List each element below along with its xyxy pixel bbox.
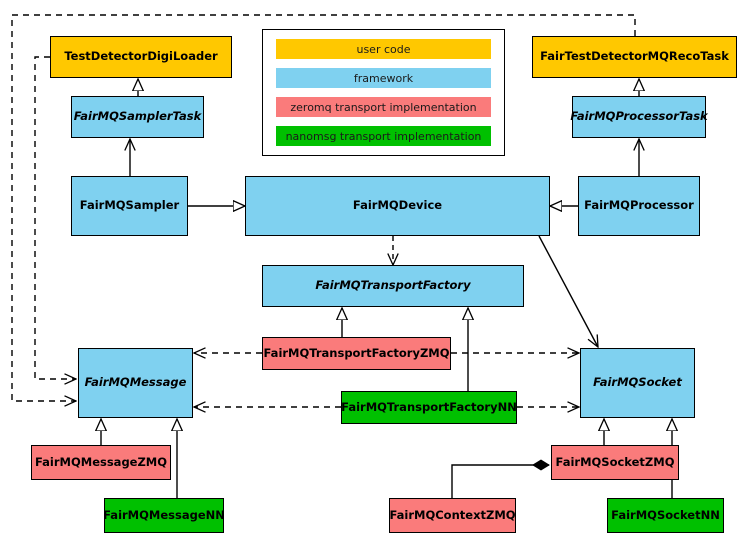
legend-item-nanomsg: nanomsg transport implementation <box>276 126 491 146</box>
class-node-fairmqtransportfactory[interactable]: FairMQTransportFactory <box>262 265 524 307</box>
edge-device-socket <box>538 235 598 347</box>
class-node-fairmqsocketnn[interactable]: FairMQSocketNN <box>607 498 724 533</box>
class-node-fairtestdetectormqrecotask[interactable]: FairTestDetectorMQRecoTask <box>532 36 737 78</box>
legend-item-framework: framework <box>276 68 491 88</box>
class-node-fairmqmessage[interactable]: FairMQMessage <box>78 348 193 418</box>
edge-digiloader-message <box>34 56 76 379</box>
class-node-fairmqprocessortask[interactable]: FairMQProcessorTask <box>570 96 708 138</box>
class-node-fairmqmessagenn[interactable]: FairMQMessageNN <box>103 498 225 533</box>
class-node-fairmqsamplertask[interactable]: FairMQSamplerTask <box>71 96 204 138</box>
class-node-fairmqcontextzmq[interactable]: FairMQContextZMQ <box>389 498 516 533</box>
class-node-fairmqtransportfactorynn[interactable]: FairMQTransportFactoryNN <box>341 391 517 424</box>
class-node-testdetectordigiloader[interactable]: TestDetectorDigiLoader <box>50 36 232 78</box>
edge-socketzmq-contextzmq <box>451 459 550 498</box>
class-node-fairmqprocessor[interactable]: FairMQProcessor <box>578 176 700 236</box>
class-node-fairmqdevice[interactable]: FairMQDevice <box>245 176 550 236</box>
legend-item-user-code: user code <box>276 39 491 59</box>
class-node-fairmqsocket[interactable]: FairMQSocket <box>580 348 695 418</box>
class-node-fairmqsocketzmq[interactable]: FairMQSocketZMQ <box>551 445 679 480</box>
legend-item-zeromq: zeromq transport implementation <box>276 97 491 117</box>
edge-recotask-message <box>11 14 636 401</box>
class-node-fairmqmessagezmq[interactable]: FairMQMessageZMQ <box>31 445 171 480</box>
class-node-fairmqtransportfactoryzmq[interactable]: FairMQTransportFactoryZMQ <box>262 337 451 370</box>
class-node-fairmqsampler[interactable]: FairMQSampler <box>71 176 188 236</box>
